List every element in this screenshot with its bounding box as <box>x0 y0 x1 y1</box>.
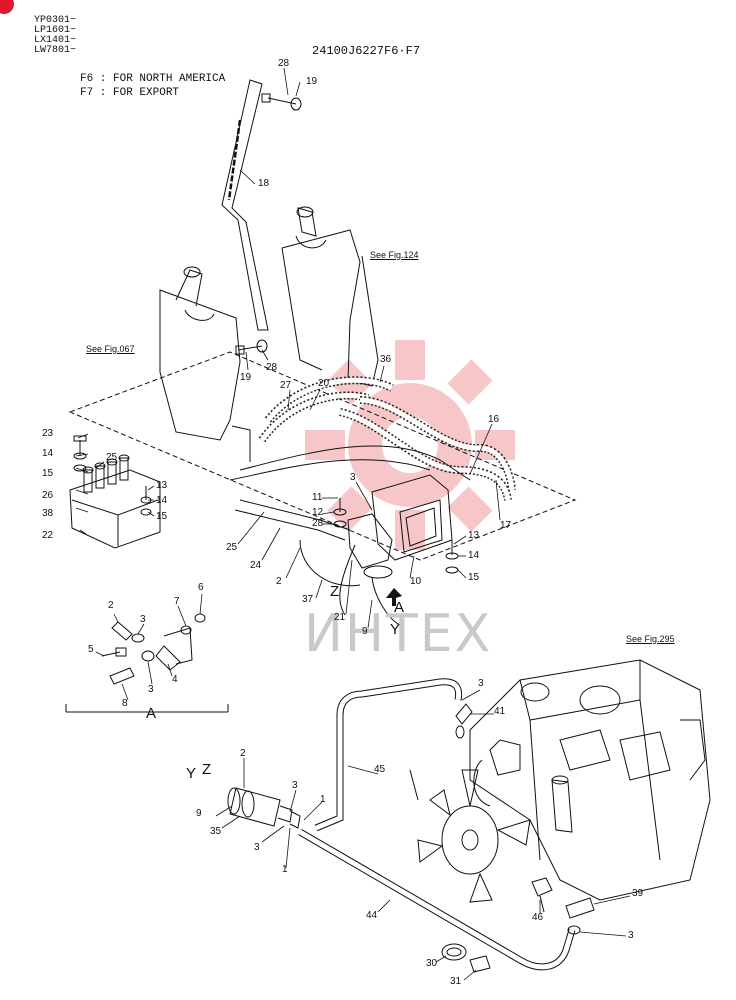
callout-41: 41 <box>494 706 506 717</box>
callout-25: 25 <box>106 452 118 463</box>
heater-hose-44 <box>298 828 576 971</box>
callout-13: 13 <box>156 480 168 491</box>
callout-3: 3 <box>148 684 154 695</box>
watermark-gear-logo <box>305 340 515 550</box>
callout-31: 31 <box>450 976 462 987</box>
callout-35: 35 <box>210 826 222 837</box>
callout-13: 13 <box>468 530 480 541</box>
callout-3: 3 <box>350 472 356 483</box>
callout-15: 15 <box>42 468 54 479</box>
callout-19: 19 <box>240 372 252 383</box>
callout-10: 10 <box>410 576 422 587</box>
detail-a-label: A <box>146 705 157 722</box>
callout-17: 17 <box>500 520 512 531</box>
callout-7: 7 <box>174 596 180 607</box>
callout-15: 15 <box>156 511 168 522</box>
corner-marker <box>0 0 14 14</box>
serial-range: LP1601~ <box>34 25 77 36</box>
callout-9: 9 <box>362 626 368 637</box>
callout-28: 28 <box>278 58 290 69</box>
hose-fitting-31 <box>469 955 491 973</box>
serial-range: LX1401~ <box>34 35 77 46</box>
callout-4: 4 <box>172 674 178 685</box>
fig-reference-067[interactable]: See Fig.067 <box>86 344 135 354</box>
callout-28: 28 <box>266 362 278 373</box>
callout-11: 11 <box>312 492 323 503</box>
callout-14: 14 <box>468 550 480 561</box>
part-code: 24100J6227F6·F7 <box>312 44 421 58</box>
callout-21: 21 <box>334 612 346 623</box>
callout-8: 8 <box>122 698 128 709</box>
view-mark-a: A <box>394 599 405 616</box>
callout-3: 3 <box>140 614 146 625</box>
callout-14: 14 <box>156 495 168 506</box>
watermark-text: ИНТЕХ <box>304 604 493 664</box>
callout-44: 44 <box>366 910 378 921</box>
callout-22: 22 <box>42 530 54 541</box>
callout-3: 3 <box>628 930 634 941</box>
variant-f6: F6 : FOR NORTH AMERICA <box>80 73 226 85</box>
cooling-fan <box>409 769 531 903</box>
callout-15: 15 <box>468 572 480 583</box>
heater-hose-45 <box>314 678 463 832</box>
callout-38: 38 <box>42 508 54 519</box>
variant-f7: F7 : FOR EXPORT <box>80 87 180 99</box>
direction-arrow <box>386 588 402 606</box>
callout-5: 5 <box>88 644 94 655</box>
callout-2: 2 <box>240 748 246 759</box>
callout-24: 24 <box>250 560 262 571</box>
callout-28: 28 <box>312 518 324 529</box>
view-mark-z: Z <box>202 761 212 778</box>
engine-assembly <box>469 659 711 901</box>
serial-range: LW7801~ <box>34 45 77 56</box>
solenoid-block-22 <box>69 454 161 549</box>
callout-23: 23 <box>42 428 54 439</box>
callout-9: 9 <box>196 808 202 819</box>
hose-clamp-30 <box>441 943 467 961</box>
callout-45: 45 <box>374 764 386 775</box>
callout-1: 1 <box>282 864 288 875</box>
detail-a-parts <box>65 613 229 713</box>
callout-18: 18 <box>258 178 270 189</box>
callout-1: 1 <box>320 794 326 805</box>
callout-36: 36 <box>380 354 392 365</box>
callout-2: 2 <box>108 600 114 611</box>
fig-reference-295[interactable]: See Fig.295 <box>626 634 675 644</box>
callout-3: 3 <box>254 842 260 853</box>
callout-14: 14 <box>42 448 54 459</box>
callout-39: 39 <box>632 888 644 899</box>
fig-reference-124[interactable]: See Fig.124 <box>370 250 419 260</box>
hose-fitting-2 <box>229 787 281 827</box>
view-mark-z: Z <box>330 583 340 600</box>
callout-3: 3 <box>478 678 484 689</box>
callout-27: 27 <box>280 380 292 391</box>
callout-25: 25 <box>226 542 238 553</box>
serial-range: YP0301~ <box>34 15 77 26</box>
cab-floor-outline <box>68 351 577 561</box>
left-control-pod <box>159 289 241 441</box>
callout-6: 6 <box>198 582 204 593</box>
right-control-pod <box>281 229 379 387</box>
callout-2: 2 <box>276 576 282 587</box>
callout-3: 3 <box>292 780 298 791</box>
callout-30: 30 <box>426 958 438 969</box>
callout-46: 46 <box>532 912 544 923</box>
view-mark-y: Y <box>186 765 197 782</box>
callout-19: 19 <box>306 76 318 87</box>
callout-12: 12 <box>312 507 324 518</box>
callout-20: 20 <box>318 378 330 389</box>
frame-bar-18 <box>221 79 269 331</box>
callout-26: 26 <box>42 490 54 501</box>
callout-16: 16 <box>488 414 500 425</box>
view-mark-y: Y <box>390 621 401 638</box>
callout-37: 37 <box>302 594 314 605</box>
